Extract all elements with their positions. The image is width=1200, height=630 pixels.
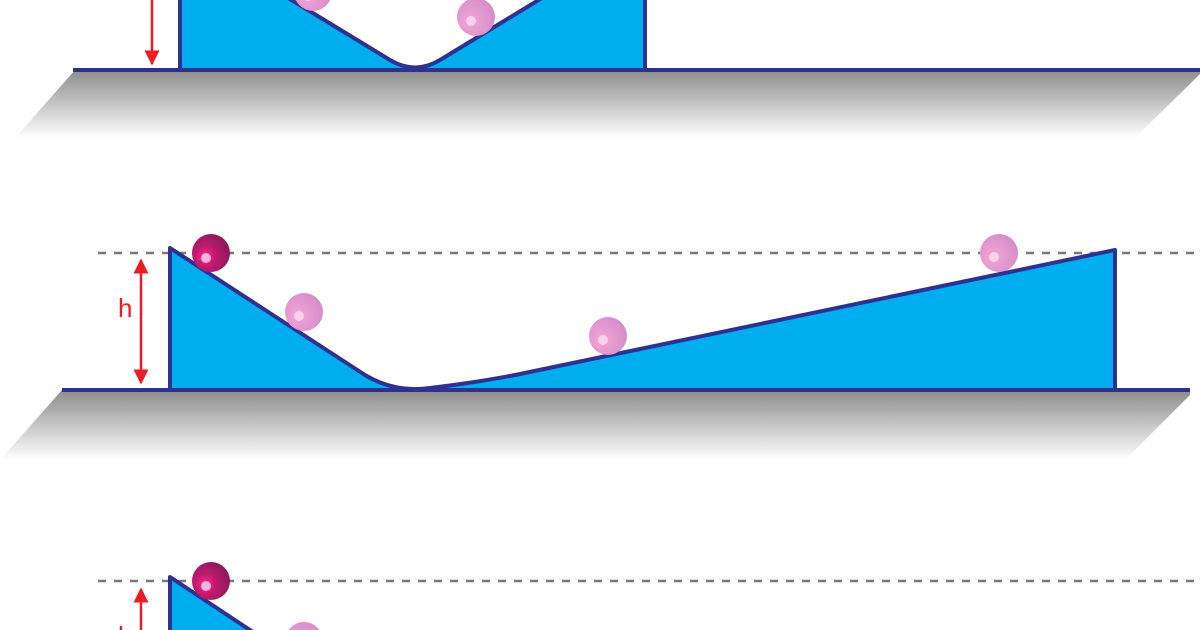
ball-faded [589,317,627,355]
ball-faded [980,234,1018,272]
ball-faded [457,0,495,36]
height-label: h [118,621,132,630]
ball-solid [192,234,230,272]
ball-faded [285,293,323,331]
ball-solid [192,562,230,600]
height-label: h [118,293,132,323]
ball-faded [288,622,320,630]
panel-long-shallow-track: h [0,234,1200,460]
panel-flat-extended-track: h [98,562,1200,630]
ground-slab [0,390,1190,460]
ramp-shape [168,575,254,630]
ramp-shape [168,246,1117,392]
ball-faded [295,0,331,11]
panel-symmetric-track [15,0,1200,138]
ground-slab [15,70,1200,138]
ramp-shape [178,0,647,72]
